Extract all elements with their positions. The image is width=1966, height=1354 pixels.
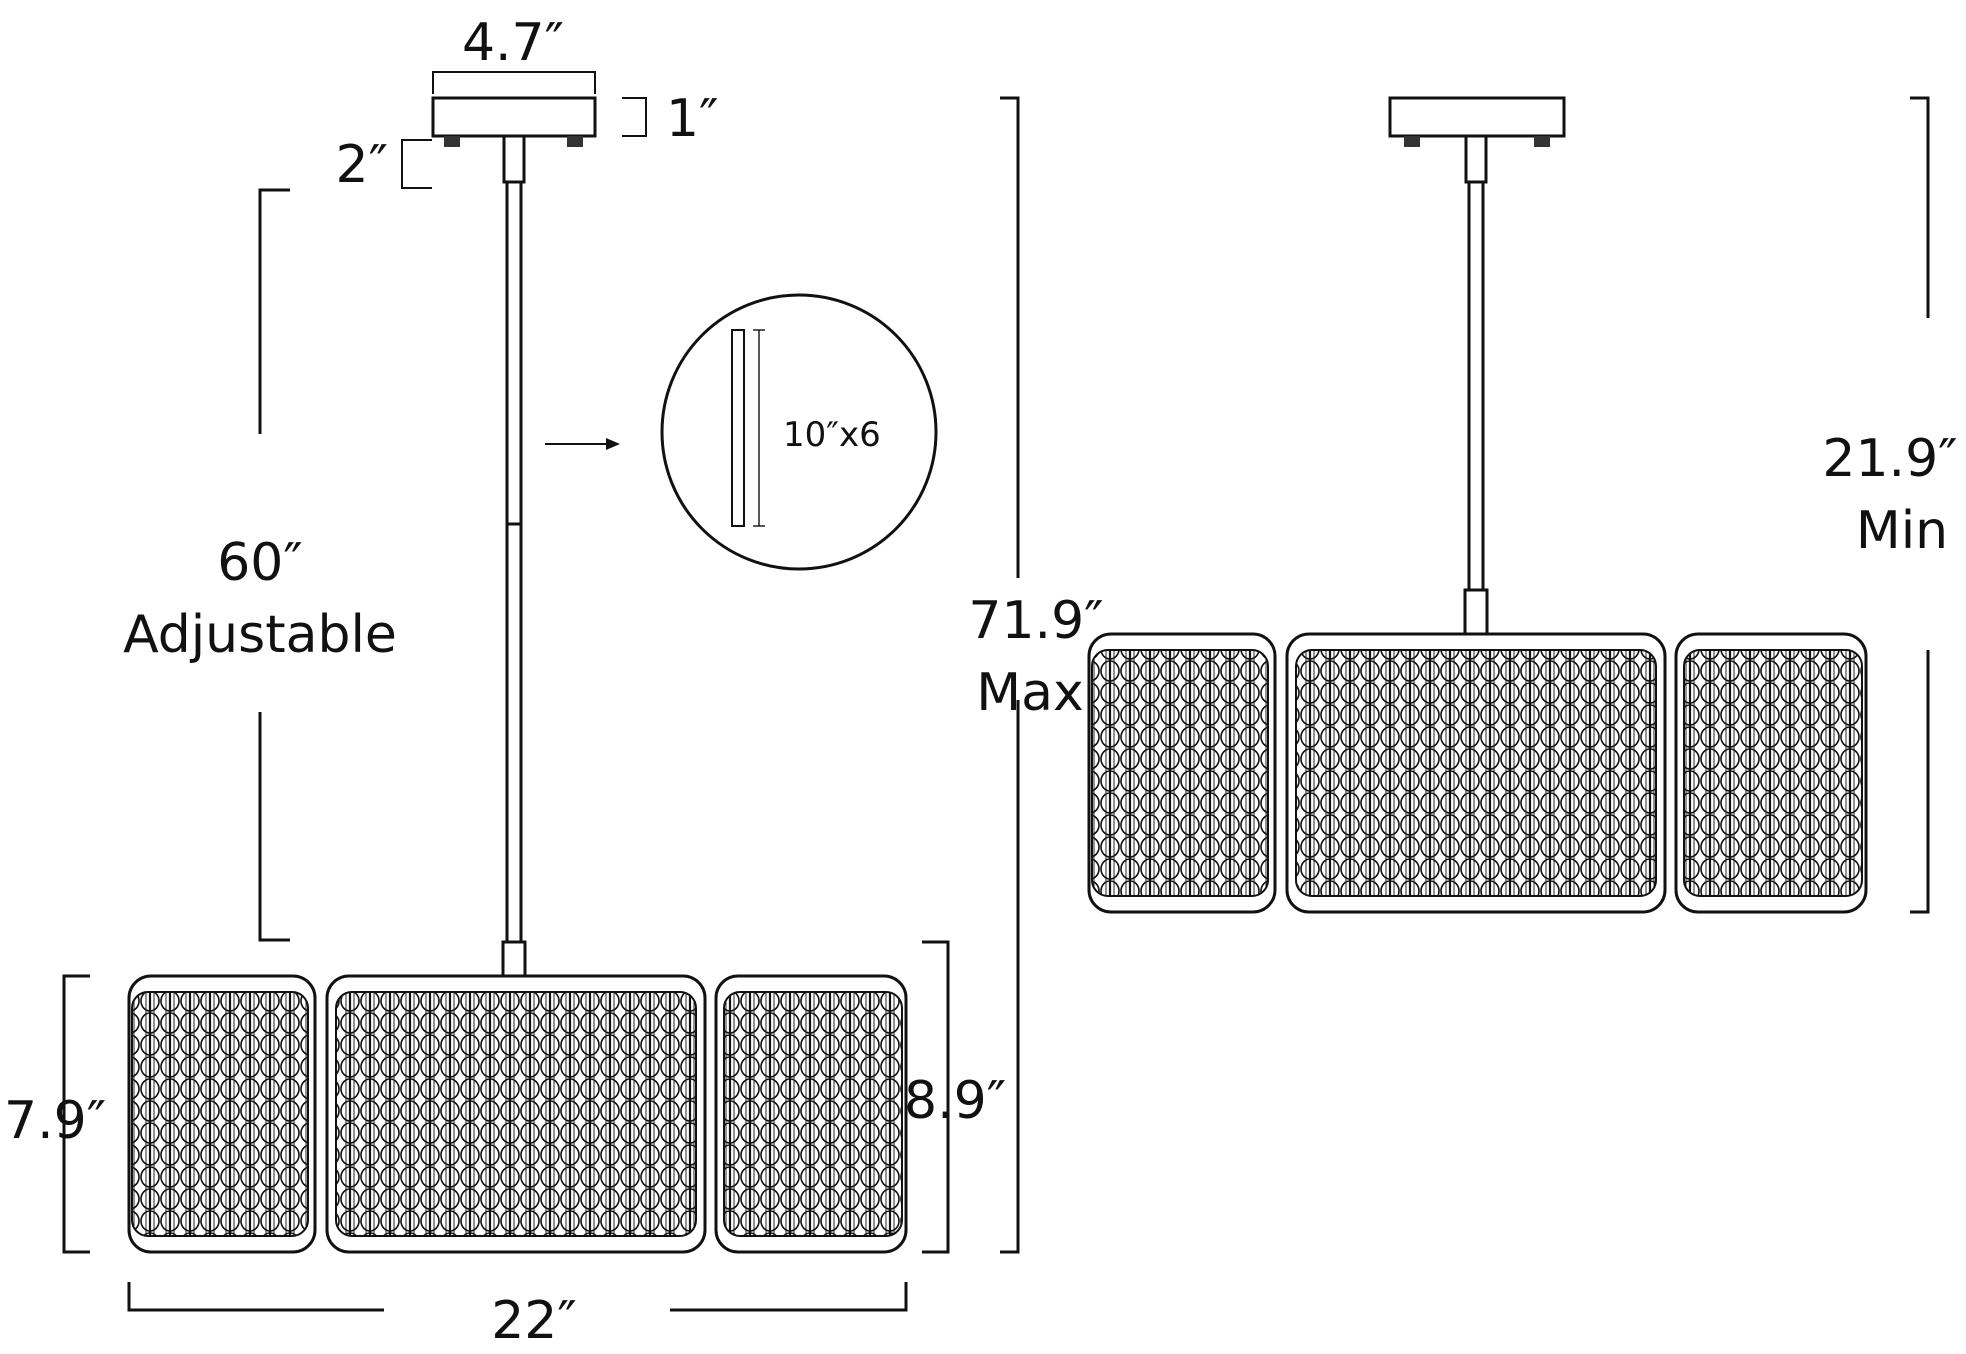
adjustable-value-label: 60″ bbox=[217, 533, 303, 593]
left-rod-bottom-coupler bbox=[501, 940, 527, 978]
canopy-width-label: 4.7″ bbox=[462, 13, 564, 73]
left-shade-panel-right-mesh bbox=[723, 991, 903, 1237]
max-word-label: Max bbox=[976, 663, 1084, 723]
right-canopy-screw-right bbox=[1534, 136, 1550, 147]
shade-left-height-bracket bbox=[62, 974, 90, 1254]
adjustable-bracket-bottom bbox=[258, 712, 290, 942]
min-word-label: Min bbox=[1856, 501, 1948, 561]
right-rod-bottom-coupler bbox=[1463, 588, 1489, 636]
right-canopy bbox=[1388, 96, 1566, 138]
left-shade bbox=[127, 974, 908, 1254]
max-bracket-top bbox=[1000, 96, 1020, 578]
left-view: 4.7″ 1″ 2″ 60″ Adjustable 10″x6 bbox=[4, 13, 1006, 1351]
right-shade-panel-center-mesh bbox=[1295, 649, 1657, 897]
right-shade-panel-right-mesh bbox=[1683, 649, 1863, 897]
shade-width-bracket-left bbox=[127, 1282, 384, 1312]
adjustable-bracket-top bbox=[258, 188, 290, 434]
left-stem-coupler bbox=[502, 134, 526, 184]
rod-callout-arrow-head bbox=[606, 438, 620, 450]
min-value-label: 21.9″ bbox=[1822, 429, 1957, 489]
left-shade-panel-center bbox=[325, 974, 707, 1254]
rod-detail-circle bbox=[660, 293, 938, 571]
shade-left-height-label: 7.9″ bbox=[4, 1091, 106, 1151]
right-shade-panel-left bbox=[1087, 632, 1277, 914]
stem-top-label: 2″ bbox=[335, 135, 388, 195]
right-shade-panel-left-mesh bbox=[1091, 649, 1269, 897]
canopy-height-label: 1″ bbox=[666, 89, 719, 149]
min-bracket-bottom bbox=[1910, 650, 1930, 914]
left-canopy bbox=[431, 96, 597, 138]
shade-right-height-label: 8.9″ bbox=[904, 1071, 1006, 1131]
max-value-label: 71.9″ bbox=[968, 591, 1103, 651]
rod-spec-label: 10″x6 bbox=[783, 415, 881, 455]
left-canopy-screw-left bbox=[444, 136, 460, 147]
max-bracket-bottom bbox=[1000, 700, 1020, 1254]
left-shade-panel-left bbox=[127, 974, 317, 1254]
right-view: 21.9″ Min bbox=[1087, 96, 1958, 914]
right-stem-coupler bbox=[1464, 134, 1488, 184]
left-shade-panel-center-mesh bbox=[335, 991, 697, 1237]
left-rod bbox=[505, 180, 523, 944]
min-bracket-top bbox=[1910, 96, 1930, 318]
max-dimension: 71.9″ Max bbox=[968, 96, 1104, 1254]
right-canopy-screw-left bbox=[1404, 136, 1420, 147]
canopy-width-bracket bbox=[432, 71, 596, 94]
canopy-height-bracket bbox=[622, 97, 647, 137]
left-canopy-screw-right bbox=[567, 136, 583, 147]
shade-width-label: 22″ bbox=[491, 1291, 577, 1351]
right-shade bbox=[1087, 632, 1868, 914]
stem-top-bracket bbox=[401, 139, 432, 189]
adjustable-word-label: Adjustable bbox=[123, 605, 397, 665]
left-shade-panel-left-mesh bbox=[131, 991, 309, 1237]
right-shade-panel-right bbox=[1674, 632, 1868, 914]
rod-detail-rod bbox=[731, 329, 745, 527]
shade-width-bracket-right bbox=[670, 1282, 908, 1312]
right-shade-panel-center bbox=[1285, 632, 1667, 914]
right-rod bbox=[1467, 180, 1485, 592]
left-shade-panel-right bbox=[714, 974, 908, 1254]
shade-right-height-bracket bbox=[922, 940, 950, 1254]
